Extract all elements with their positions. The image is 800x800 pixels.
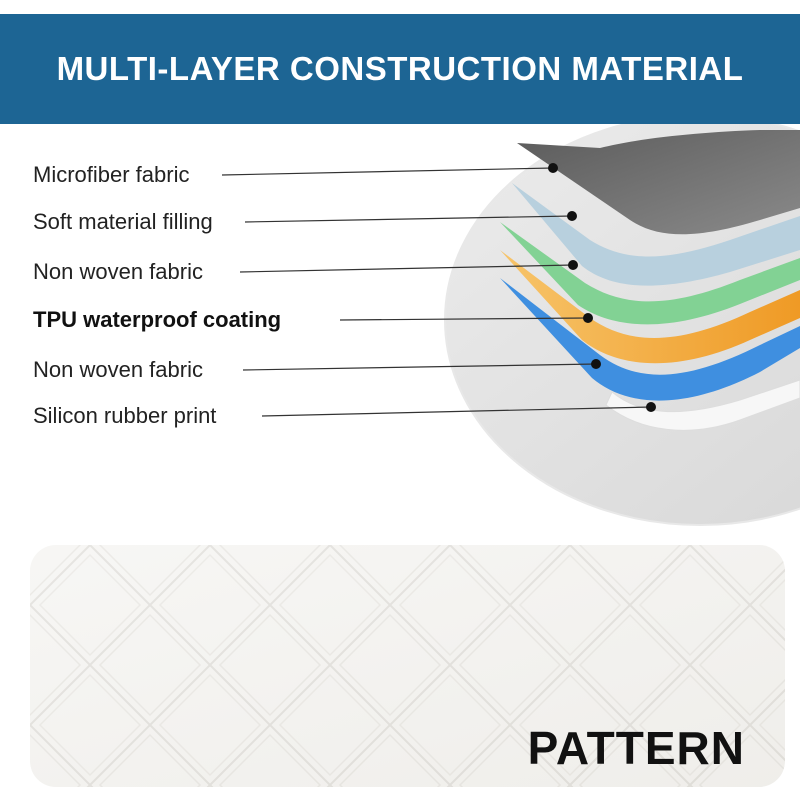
pattern-label: PATTERN	[527, 722, 745, 774]
quilt-pattern	[30, 545, 785, 787]
layer-microfiber	[517, 130, 800, 235]
label-microfiber-fabric: Microfiber fabric	[33, 162, 190, 187]
label-soft-material-filling: Soft material filling	[33, 209, 213, 234]
banner-title: MULTI-LAYER CONSTRUCTION MATERIAL	[56, 50, 744, 87]
title-banner: MULTI-LAYER CONSTRUCTION MATERIAL	[0, 14, 800, 124]
layer-lightblue	[512, 183, 800, 286]
leader-lines	[221, 167, 652, 417]
layer-diagram	[221, 124, 800, 526]
label-non-woven-fabric-1: Non woven fabric	[33, 259, 203, 284]
pattern-panel: PATTERN	[30, 545, 785, 787]
layer-orange	[500, 250, 800, 364]
leader-dots	[548, 163, 656, 412]
layer-blue	[500, 278, 800, 401]
layer-green	[500, 222, 800, 325]
label-tpu-waterproof-coating: TPU waterproof coating	[33, 307, 282, 332]
label-non-woven-fabric-2: Non woven fabric	[33, 357, 203, 382]
label-silicon-rubber-print: Silicon rubber print	[33, 403, 217, 428]
